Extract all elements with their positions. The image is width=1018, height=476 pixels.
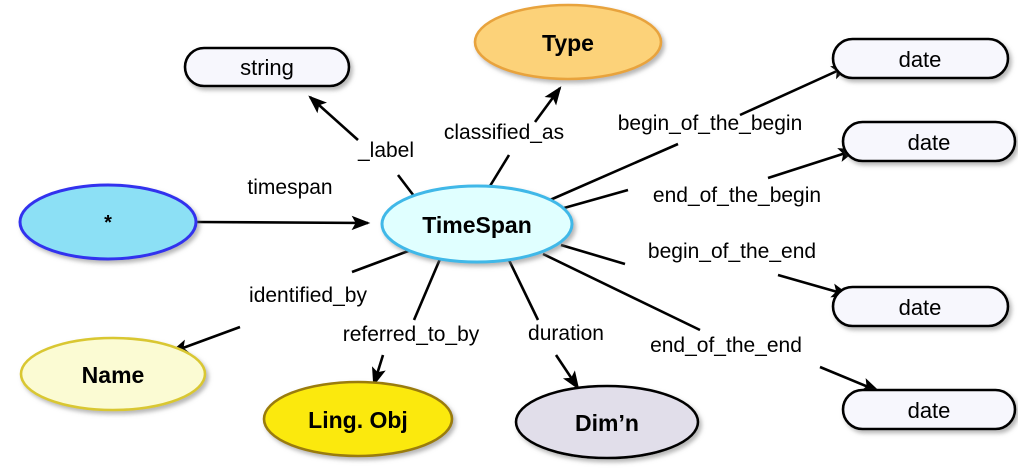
node-dimension[interactable]: Dim’n bbox=[514, 384, 700, 460]
edge-timespan: timespan bbox=[195, 176, 371, 231]
edge-duration-text: duration bbox=[528, 322, 604, 345]
edge-end-of-the-end-stub bbox=[542, 252, 701, 332]
edge-referred-to-by-stub bbox=[412, 258, 442, 321]
edge-label-line bbox=[308, 95, 359, 141]
node-name-label: Name bbox=[82, 362, 145, 388]
edge-duration-line bbox=[554, 354, 580, 390]
edge-identified-by-line bbox=[169, 325, 241, 354]
node-any-shape[interactable] bbox=[18, 183, 198, 261]
node-ling-obj-label: Ling. Obj bbox=[308, 407, 408, 433]
node-date-3-shape[interactable] bbox=[831, 285, 1010, 328]
edge-classified-as: classified_as bbox=[444, 86, 564, 187]
node-date-4[interactable]: date bbox=[841, 388, 1017, 431]
node-date-4-shape[interactable] bbox=[841, 388, 1017, 431]
node-timespan-shape[interactable] bbox=[380, 184, 574, 264]
node-date-3-label: date bbox=[899, 295, 942, 320]
edge-begin-of-the-begin-text: begin_of_the_begin bbox=[618, 112, 803, 135]
edge-label: _label bbox=[308, 95, 419, 201]
edge-classified-as-stub bbox=[488, 154, 511, 187]
edge-end-of-the-end-line bbox=[819, 365, 881, 393]
edge-begin-of-the-end-line bbox=[777, 273, 851, 298]
node-ling-obj[interactable]: Ling. Obj bbox=[262, 380, 454, 458]
node-ling-obj-shape[interactable] bbox=[262, 380, 454, 458]
edge-begin-of-the-begin-stub bbox=[549, 142, 679, 202]
edge-end-of-the-begin-stub bbox=[563, 188, 629, 210]
node-date-2[interactable]: date bbox=[841, 120, 1017, 163]
node-name[interactable]: Name bbox=[19, 336, 207, 412]
edge-duration-stub bbox=[505, 255, 540, 321]
node-string[interactable]: string bbox=[183, 46, 351, 88]
node-date-2-shape[interactable] bbox=[841, 120, 1017, 163]
node-date-1[interactable]: date bbox=[831, 37, 1010, 80]
node-any[interactable]: * bbox=[18, 183, 198, 261]
edge-referred-to-by-line bbox=[372, 354, 386, 387]
edge-end-of-the-begin-text: end_of_the_begin bbox=[653, 184, 821, 207]
edge-identified-by-text: identified_by bbox=[249, 284, 367, 307]
edge-referred-to-by-text: referred_to_by bbox=[343, 323, 480, 346]
edge-label-text: _label bbox=[357, 139, 414, 162]
node-string-shape[interactable] bbox=[183, 46, 351, 88]
node-date-1-label: date bbox=[899, 47, 942, 72]
edge-classified-as-text: classified_as bbox=[444, 121, 564, 144]
edge-duration: duration bbox=[505, 255, 604, 390]
node-date-4-label: date bbox=[908, 398, 951, 423]
node-date-3[interactable]: date bbox=[831, 285, 1010, 328]
node-type-label: Type bbox=[542, 30, 594, 56]
edge-begin-of-the-end: begin_of_the_end bbox=[560, 240, 851, 298]
node-any-label: * bbox=[104, 212, 112, 234]
edge-begin-of-the-begin-line bbox=[739, 64, 851, 117]
node-dimension-shape[interactable] bbox=[514, 384, 700, 460]
node-type[interactable]: Type bbox=[473, 3, 663, 81]
edge-begin-of-the-begin: begin_of_the_begin bbox=[549, 64, 851, 202]
edge-end-of-the-end-text: end_of_the_end bbox=[650, 334, 802, 357]
edge-classified-as-line bbox=[533, 86, 562, 123]
node-timespan-label: TimeSpan bbox=[422, 212, 532, 238]
node-string-label: string bbox=[240, 55, 294, 80]
node-dimension-label: Dim’n bbox=[575, 410, 639, 436]
edge-identified-by: identified_by bbox=[169, 248, 412, 354]
edge-identified-by-stub bbox=[351, 248, 412, 274]
edge-end-of-the-end: end_of_the_end bbox=[542, 252, 881, 393]
edge-timespan-line bbox=[195, 215, 371, 231]
edge-end-of-the-begin-line bbox=[767, 148, 858, 180]
node-timespan[interactable]: TimeSpan bbox=[380, 184, 574, 264]
edge-referred-to-by: referred_to_by bbox=[343, 258, 480, 387]
node-name-shape[interactable] bbox=[19, 336, 207, 412]
node-date-2-label: date bbox=[908, 130, 951, 155]
edge-begin-of-the-end-stub bbox=[560, 243, 626, 266]
edge-end-of-the-begin: end_of_the_begin bbox=[563, 148, 858, 210]
node-type-shape[interactable] bbox=[473, 3, 663, 81]
edge-begin-of-the-end-text: begin_of_the_end bbox=[648, 240, 816, 263]
node-date-1-shape[interactable] bbox=[831, 37, 1010, 80]
edge-timespan-label: timespan bbox=[247, 176, 332, 199]
